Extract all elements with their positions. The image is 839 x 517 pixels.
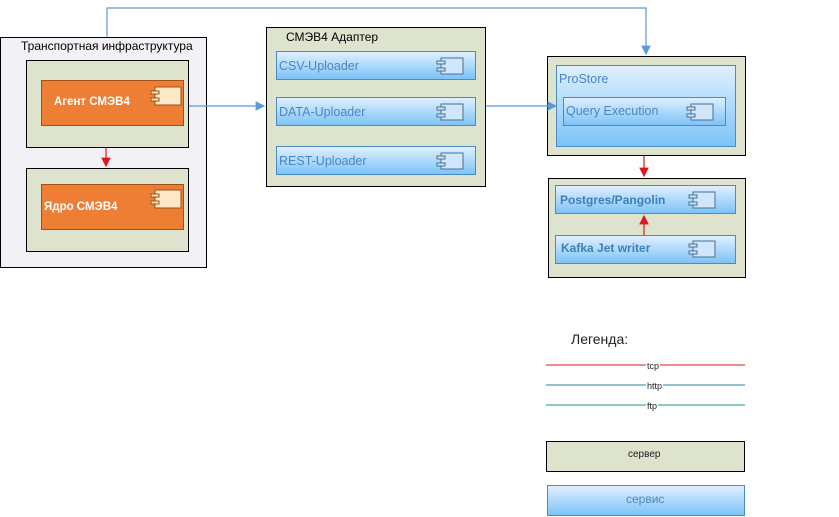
legend-server-label: сервер: [628, 449, 661, 460]
prostore-title: ProStore: [559, 72, 609, 86]
transport-infrastructure-title: Транспортная инфраструктура: [21, 39, 193, 53]
legend-server-swatch: [546, 441, 745, 472]
data-uploader-label: DATA-Uploader: [279, 105, 366, 119]
agent-smev4-label: Агент СМЭВ4: [54, 96, 130, 108]
query-execution-label: Query Execution: [566, 104, 659, 118]
component-icon: [150, 189, 182, 209]
legend-service-swatch: [547, 485, 745, 516]
smev4-adapter-title: СМЭВ4 Адаптер: [286, 30, 379, 44]
component-icon: [436, 103, 464, 121]
connector-agent-to-adapter-top: [106, 7, 651, 56]
kafka-jet-writer-label: Kafka Jet writer: [561, 241, 651, 255]
component-icon: [688, 240, 716, 258]
legend-service-label: сервис: [626, 492, 665, 506]
rest-uploader-label: REST-Uploader: [279, 154, 367, 168]
postgres-pangolin-label: Postgres/Pangolin: [560, 193, 666, 207]
legend-tcp-label: tcp: [646, 361, 661, 371]
legend-title: Легенда:: [571, 331, 629, 347]
component-icon: [688, 191, 716, 209]
component-icon: [686, 103, 714, 121]
legend-ftp-label: ftp: [646, 401, 659, 411]
csv-uploader-label: CSV-Uploader: [279, 59, 359, 73]
core-smev4-label: Ядро СМЭВ4: [44, 201, 118, 213]
component-icon: [150, 86, 182, 106]
legend-http-label: http: [646, 381, 664, 391]
component-icon: [436, 57, 464, 75]
component-icon: [436, 152, 464, 170]
